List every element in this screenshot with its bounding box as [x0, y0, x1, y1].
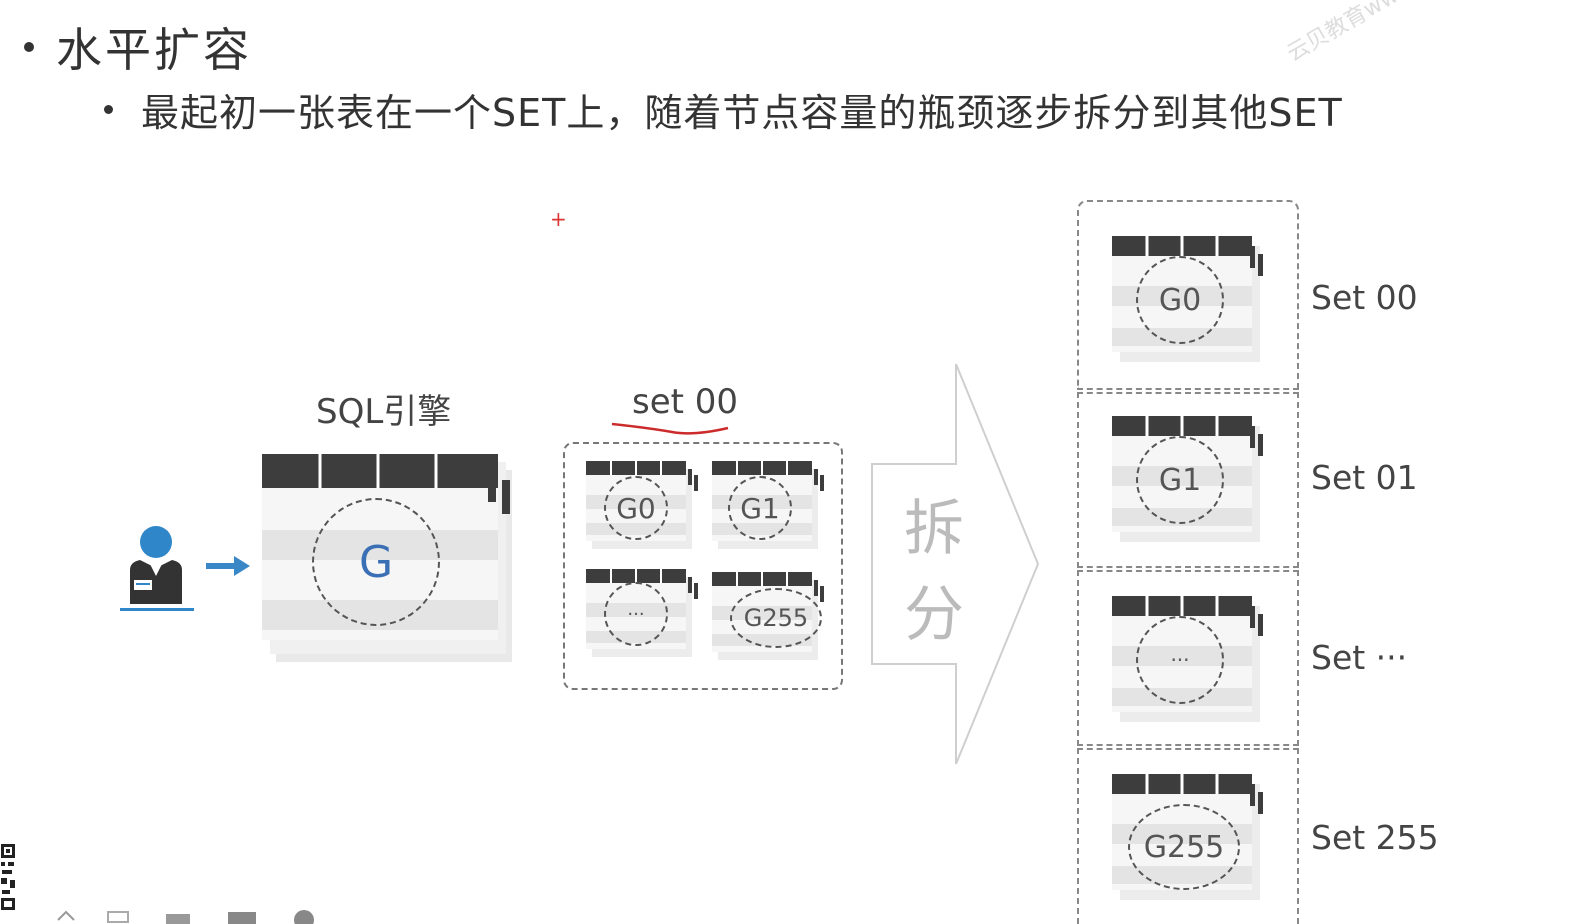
group-g-circle: G	[312, 498, 440, 626]
set-ellipsis-name: Set ···	[1311, 638, 1408, 677]
split-char-1: 拆	[904, 494, 964, 564]
set-box-01	[1077, 392, 1299, 568]
user-icon	[120, 526, 194, 611]
sql-engine-label: SQL引擎	[316, 392, 452, 432]
set-box-00	[1077, 200, 1299, 390]
set-ellipsis-group-circle: ···	[1136, 616, 1224, 704]
set255-name: Set 255	[1311, 818, 1439, 857]
group-ellipsis-circle: ···	[604, 582, 668, 646]
qr-code-icon[interactable]	[0, 842, 18, 912]
red-underline-annotation	[611, 422, 729, 435]
group-g255-circle: G255	[730, 588, 822, 648]
set01-group-circle: G1	[1136, 436, 1224, 524]
sub-bullet-text: 最起初一张表在一个SET上，随着节点容量的瓶颈逐步拆分到其他SET	[141, 91, 1343, 135]
group-g0-circle: G0	[604, 476, 668, 540]
group-g1-circle: G1	[728, 476, 792, 540]
set-box-ellipsis	[1077, 570, 1299, 746]
right-arrow-icon	[206, 556, 250, 576]
set00-label: set 00	[632, 382, 739, 422]
watermark: 云贝教育www	[1283, 0, 1419, 67]
split-char-2: 分	[904, 580, 964, 650]
set-box-255	[1077, 748, 1299, 924]
bullet-dot	[104, 105, 113, 114]
heading-bullet: 水平扩容	[24, 14, 252, 80]
big-arrow-icon	[871, 363, 1040, 765]
bullet-dot	[24, 42, 34, 52]
set00-box	[563, 442, 843, 690]
set00-group-circle: G0	[1136, 256, 1224, 344]
player-toolbar	[57, 910, 314, 924]
set255-group-circle: G255	[1128, 804, 1240, 890]
set01-name: Set 01	[1311, 458, 1418, 497]
heading-text: 水平扩容	[56, 23, 252, 77]
sub-bullet: 最起初一张表在一个SET上，随着节点容量的瓶颈逐步拆分到其他SET	[104, 82, 1343, 137]
set00-name: Set 00	[1311, 278, 1418, 317]
annotation-plus: +	[550, 207, 567, 231]
